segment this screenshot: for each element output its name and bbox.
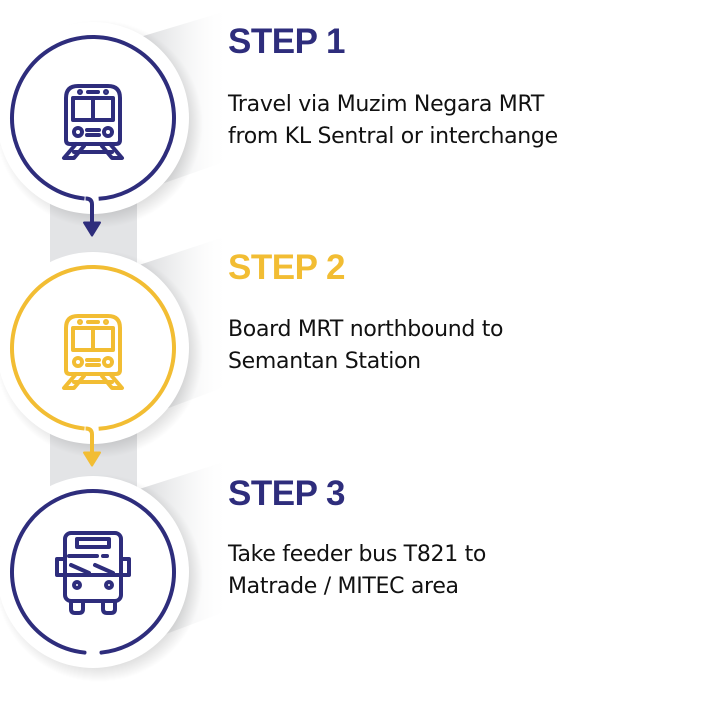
step-2-node xyxy=(0,250,203,467)
step-1-arrow-line xyxy=(85,196,94,225)
step-2-description: Board MRT northbound to Semantan Station xyxy=(228,314,698,378)
step-1-description: Travel via Muzim Negara MRT from KL Sent… xyxy=(228,89,698,153)
train-icon xyxy=(62,84,124,160)
step-2-ring xyxy=(10,265,176,431)
step-1-ring xyxy=(10,35,176,201)
step-1-title: STEP 1 xyxy=(228,22,345,61)
step-2-line-1: Board MRT northbound to xyxy=(228,317,504,342)
step-3-ring xyxy=(10,489,176,655)
step-3-node xyxy=(0,474,203,682)
arrow-down-icon xyxy=(83,451,101,467)
train-icon xyxy=(62,314,124,390)
step-3-title: STEP 3 xyxy=(228,474,345,513)
step-3-line-2: Matrade / MITEC area xyxy=(228,574,459,599)
arrow-down-icon xyxy=(83,221,101,237)
step-3-disc xyxy=(0,476,189,668)
step-2-line-2: Semantan Station xyxy=(228,349,421,374)
bus-icon xyxy=(55,531,131,615)
step-1-line-1: Travel via Muzim Negara MRT xyxy=(228,92,544,117)
step-3-description: Take feeder bus T821 to Matrade / MITEC … xyxy=(228,539,698,603)
step-1-line-2: from KL Sentral or interchange xyxy=(228,124,558,149)
step-3-line-1: Take feeder bus T821 to xyxy=(228,542,487,567)
step-1-node xyxy=(0,20,203,237)
step-2-arrow-line xyxy=(85,426,94,455)
step-2-title: STEP 2 xyxy=(228,248,345,287)
